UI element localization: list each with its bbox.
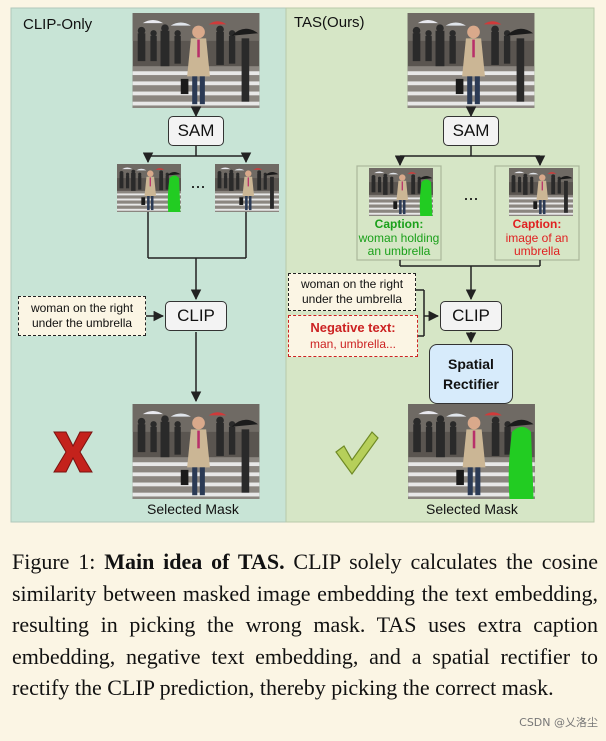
figure-caption: Figure 1: Main idea of TAS. CLIP solely … (12, 546, 598, 704)
right-selected-mask-label: Selected Mask (426, 501, 518, 517)
left-mask-1-overlay (167, 175, 181, 212)
caption-left-text: woman holding an umbrella (358, 231, 440, 258)
caption-left-title: Caption: (374, 217, 424, 231)
negative-text-body: man, umbrella... (309, 337, 397, 351)
left-dots: ... (190, 171, 206, 192)
check-mark (335, 431, 379, 476)
right-mask-1-overlay (419, 179, 433, 216)
right-selected-mask-overlay (508, 426, 534, 499)
right-dots: ... (463, 183, 479, 204)
right-query-text: woman on the right under the umbrella (288, 273, 416, 311)
right-panel-title: TAS(Ours) (294, 14, 365, 31)
right-clip-box: CLIP (440, 301, 502, 331)
caption-right-title: Caption: (512, 217, 562, 231)
right-sam-box: SAM (443, 116, 499, 146)
left-query-text: woman on the right under the umbrella (18, 296, 146, 336)
cross-mark (53, 431, 93, 473)
figure-caption-body: CLIP solely calculates the cosine simila… (12, 549, 598, 700)
right-mask-image-2 (509, 168, 573, 216)
negative-text-box: Negative text: man, umbrella... (288, 315, 418, 357)
figure-diagram (10, 7, 595, 523)
left-input-image (132, 13, 260, 108)
right-input-image (407, 13, 535, 108)
caption-right-text: image of an umbrella (505, 231, 569, 258)
watermark: CSDN @乂洛尘 (519, 716, 598, 729)
left-clip-box: CLIP (165, 301, 227, 331)
figure-title: Main idea of TAS. (104, 549, 285, 574)
left-selected-mask-label: Selected Mask (147, 501, 239, 517)
left-selected-image (132, 404, 260, 499)
left-sam-box: SAM (168, 116, 224, 146)
left-mask-image-2 (215, 164, 279, 212)
figure-label: Figure 1: (12, 549, 96, 574)
spatial-rectifier-box: Spatial Rectifier (429, 344, 513, 404)
negative-text-title: Negative text: (310, 320, 396, 335)
left-panel-title: CLIP-Only (23, 16, 93, 33)
